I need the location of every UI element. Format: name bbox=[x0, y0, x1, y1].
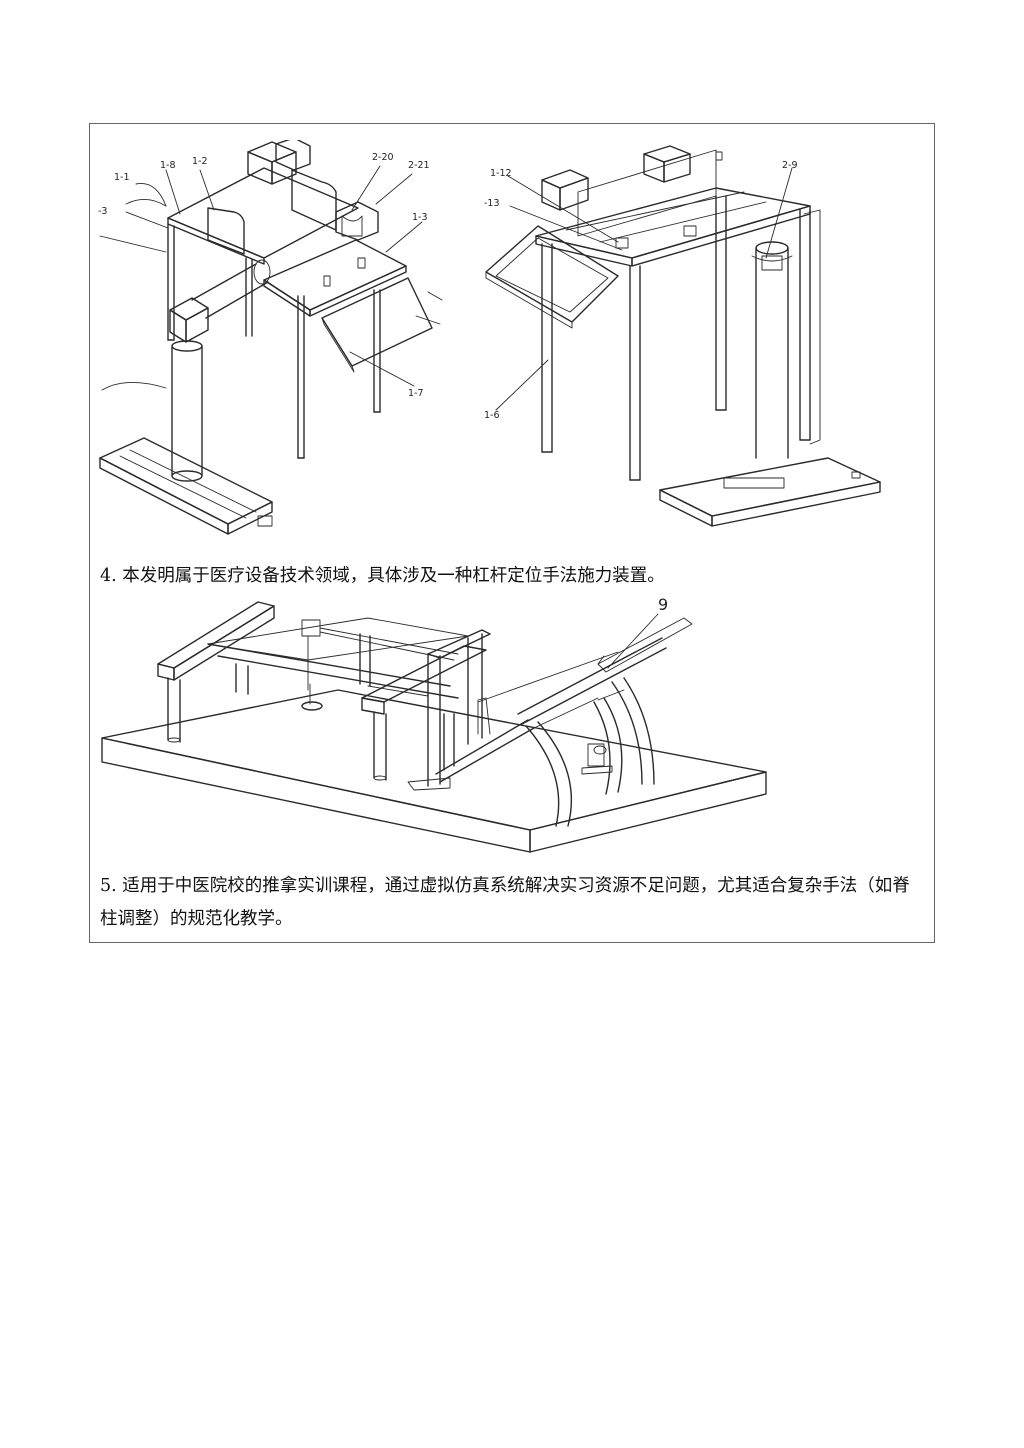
figure-bottom-apparatus: 9 bbox=[98, 594, 778, 858]
label-1-3: 1-3 bbox=[412, 212, 428, 223]
label-2-9: 2-9 bbox=[782, 160, 798, 171]
label-13: -13 bbox=[484, 198, 500, 209]
figure-left-apparatus: 1-1 1-8 1-2 2-20 2-21 1-3 -3 1-7 bbox=[96, 140, 446, 540]
label-1-6: 1-6 bbox=[484, 410, 500, 421]
paragraph-4: 4. 本发明属于医疗设备技术领域，具体涉及一种杠杆定位手法施力装置。 bbox=[100, 566, 665, 586]
figure-left-svg: 1-1 1-8 1-2 2-20 2-21 1-3 -3 1-7 bbox=[98, 140, 443, 535]
label-1-1: 1-1 bbox=[114, 172, 130, 183]
figure-right-svg: 1-12 -13 2-9 1-6 bbox=[484, 145, 881, 527]
figure-bottom-svg: 9 bbox=[101, 595, 767, 853]
content-frame bbox=[89, 123, 935, 943]
label-1-7: 1-7 bbox=[408, 388, 424, 399]
label-1-2: 1-2 bbox=[192, 156, 208, 167]
label-3: -3 bbox=[98, 206, 107, 217]
label-2-21: 2-21 bbox=[408, 160, 430, 171]
label-2-20: 2-20 bbox=[372, 152, 394, 163]
paragraph-5: 5. 适用于中医院校的推拿实训课程，通过虚拟仿真系统解决实习资源不足问题，尤其适… bbox=[100, 876, 910, 929]
figure-right-apparatus: 1-12 -13 2-9 1-6 bbox=[480, 140, 890, 540]
label-9: 9 bbox=[658, 595, 668, 614]
label-1-8: 1-8 bbox=[160, 160, 176, 171]
label-1-12: 1-12 bbox=[490, 168, 512, 179]
